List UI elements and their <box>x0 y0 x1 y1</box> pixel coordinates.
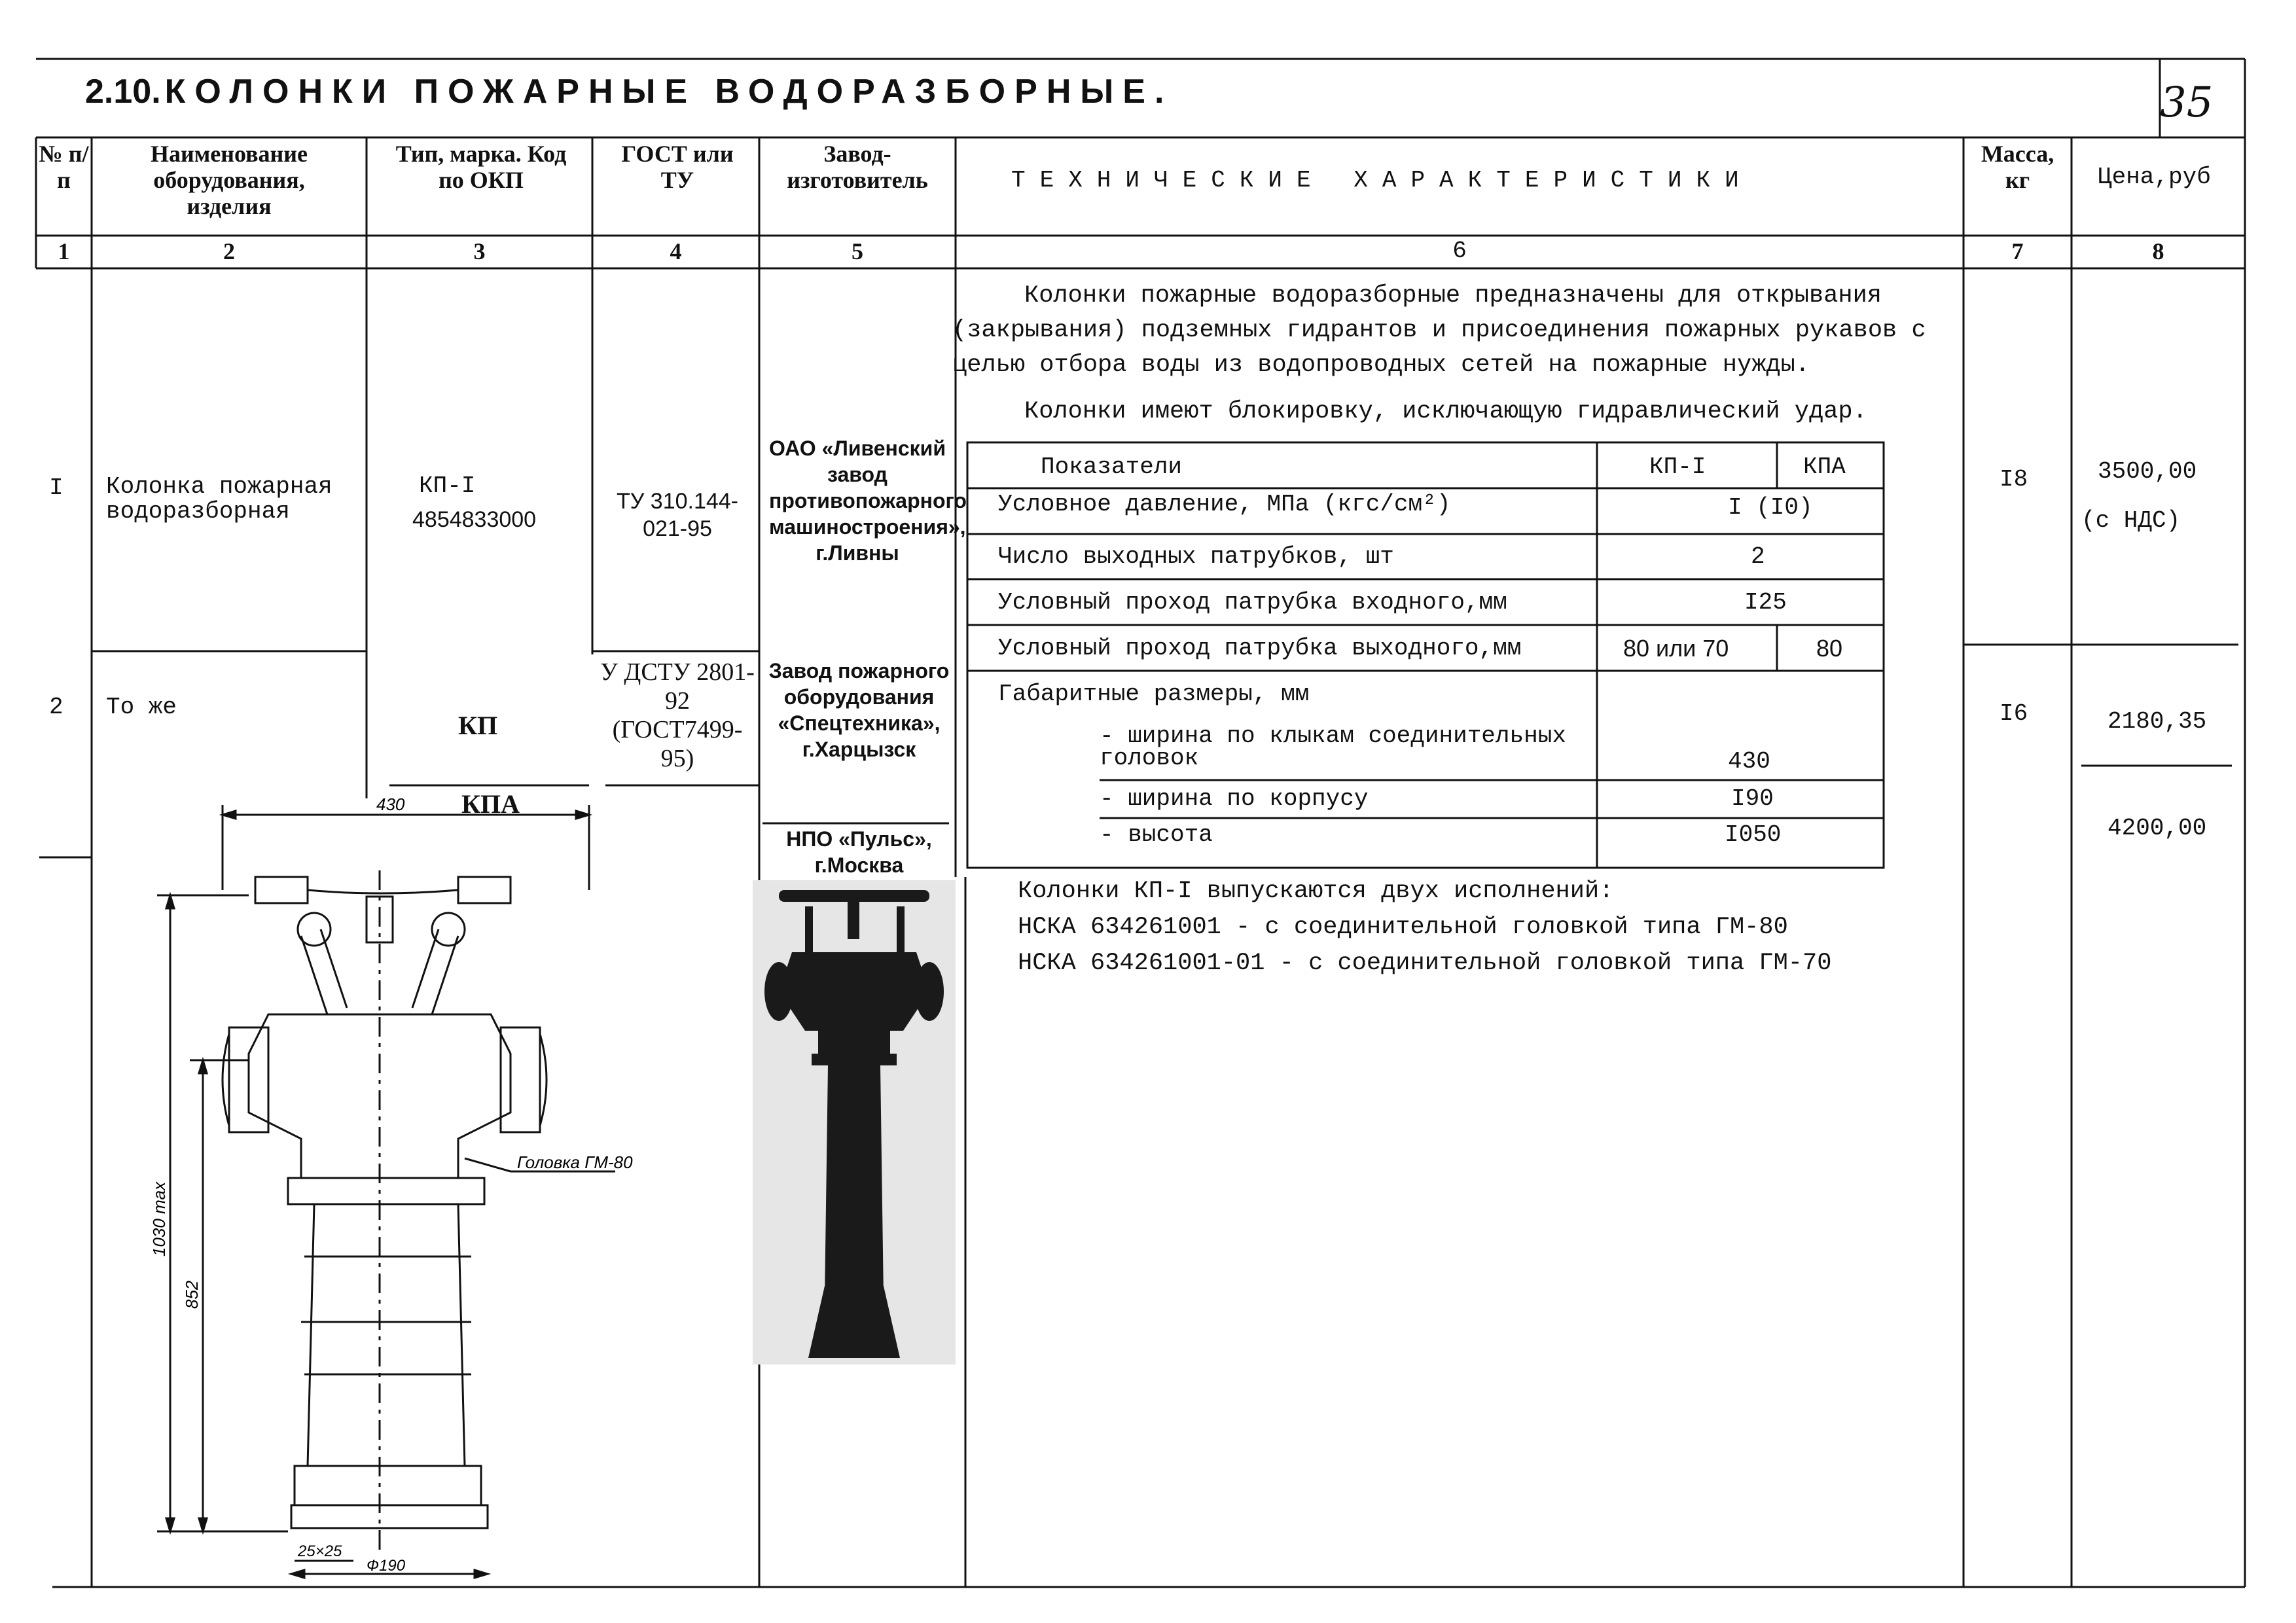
spec-row-inlet: Условный проход патрубка входного,мм <box>998 589 1507 616</box>
versions-line-3: НСКА 634261001-01 - с соединительной гол… <box>1018 950 1832 977</box>
row1-price: 3500,00 <box>2098 458 2197 485</box>
header-maker: Завод- изготовитель <box>787 141 928 193</box>
row2-price: 2180,35 <box>2108 708 2207 735</box>
dim-width-label: 430 <box>376 798 405 814</box>
row1-price-note: (с НДС) <box>2081 507 2181 534</box>
spec-row-width-claws: - ширина по клыкам соединительных голово… <box>1100 722 1566 772</box>
row1-mass: I8 <box>2000 466 2028 493</box>
hydrant-column-photo <box>753 880 956 1364</box>
row2-maker-alt: НПО «Пульс», г.Москва <box>786 827 932 877</box>
col-num-5: 5 <box>852 238 863 264</box>
row2-no: 2 <box>49 694 63 721</box>
row2-mass: I6 <box>2000 700 2028 727</box>
spec-val-height: I050 <box>1725 821 1782 848</box>
col-num-2: 2 <box>223 238 235 264</box>
col-num-3: 3 <box>473 238 486 264</box>
page-number: 35 <box>2160 79 2214 127</box>
spec-table-lines <box>966 441 1885 869</box>
col-num-4: 4 <box>670 238 682 264</box>
spec-blocking-line: Колонки имеют блокировку, исключающую ги… <box>1024 398 1867 425</box>
dim-bolt-label: 25×25 <box>297 1543 342 1560</box>
spec-head-kpa: КПА <box>1803 454 1846 480</box>
header-price: Цена,руб <box>2098 164 2211 190</box>
row2-maker: Завод пожарного оборудования «Спецтехник… <box>768 659 950 761</box>
spec-intro-line-2: (закрывания) подземных гидрантов и присо… <box>952 317 1926 344</box>
spec-row-height: - высота <box>1100 821 1213 848</box>
row2-gost: У ДСТУ 2801-92 (ГОСТ7499-95) <box>600 658 755 772</box>
header-name: Наименование оборудования, изделия <box>151 141 308 219</box>
spec-val-outlet-kpa: 80 <box>1816 635 1843 662</box>
versions-line-1: Колонки КП-I выпускаются двух исполнений… <box>1018 878 1614 905</box>
col-num-6: 6 <box>1452 238 1467 264</box>
col-num-7: 7 <box>2011 238 2024 264</box>
spec-row-width-body: - ширина по корпусу <box>1100 785 1369 812</box>
spec-row-dims: Габаритные размеры, мм <box>998 681 1310 707</box>
row1-maker: ОАО «Ливенский завод противопожарного ма… <box>769 437 967 565</box>
row1-okp-code: 4854833000 <box>412 507 537 532</box>
spec-val-pressure: I (I0) <box>1728 494 1813 521</box>
header-mass: Масса, кг <box>1981 141 2054 193</box>
row2-name: То же <box>106 694 177 721</box>
row2-price-alt: 4200,00 <box>2108 815 2207 842</box>
section-title: КОЛОНКИ ПОЖАРНЫЕ ВОДОРАЗБОРНЫЕ. <box>164 73 1174 111</box>
row1-name: Колонка пожарная водоразборная <box>106 473 332 525</box>
row1-type: КП-I <box>419 473 476 499</box>
col-num-1: 1 <box>58 238 70 264</box>
header-gost: ГОСТ или ТУ <box>621 141 734 193</box>
head-type-label: Головка ГМ-80 <box>517 1152 633 1172</box>
spec-val-inlet: I25 <box>1744 589 1787 616</box>
spec-val-outlets: 2 <box>1751 543 1765 570</box>
dim-diameter-label: Ф190 <box>367 1557 406 1575</box>
spec-head-kp1: КП-I <box>1649 454 1706 480</box>
dim-height-label: 852 <box>182 1280 202 1309</box>
spec-intro-line-1: Колонки пожарные водоразборные предназна… <box>1024 282 1882 310</box>
row1-no: I <box>49 474 63 501</box>
dim-height-max-label: 1030 max <box>149 1181 169 1257</box>
section-number: 2.10. <box>85 73 161 111</box>
versions-line-2: НСКА 634261001 - с соединительной головк… <box>1018 914 1788 941</box>
spec-row-outlet: Условный проход патрубка выходного,мм <box>998 635 1522 662</box>
col-num-8: 8 <box>2152 238 2164 264</box>
spec-head-param: Показатели <box>1041 454 1183 480</box>
row1-gost: ТУ 310.144-021-95 <box>616 489 739 541</box>
spec-val-width-body: I90 <box>1731 785 1774 812</box>
header-no: № п/п <box>39 141 89 193</box>
spec-val-outlet-kp1: 80 или 70 <box>1623 635 1729 662</box>
header-type: Тип, марка. Код по ОКП <box>395 141 567 193</box>
spec-row-outlets: Число выходных патрубков, шт <box>998 543 1394 570</box>
page-title: 2.10.КОЛОНКИ ПОЖАРНЫЕ ВОДОРАЗБОРНЫЕ. <box>85 72 1173 111</box>
spec-val-width-claws: 430 <box>1728 748 1770 775</box>
hydrant-column-drawing: 430 1030 max 852 25×25 Ф190 Головка ГМ-8… <box>149 798 633 1580</box>
spec-intro-line-3: целью отбора воды из водопроводных сетей… <box>952 351 1810 379</box>
spec-row-pressure: Условное давление, МПа (кгс/см²) <box>998 491 1451 518</box>
header-specs: ТЕХНИЧЕСКИЕ ХАРАКТЕРИСТИКИ <box>1011 167 1753 194</box>
row2-type: КП <box>458 711 498 740</box>
